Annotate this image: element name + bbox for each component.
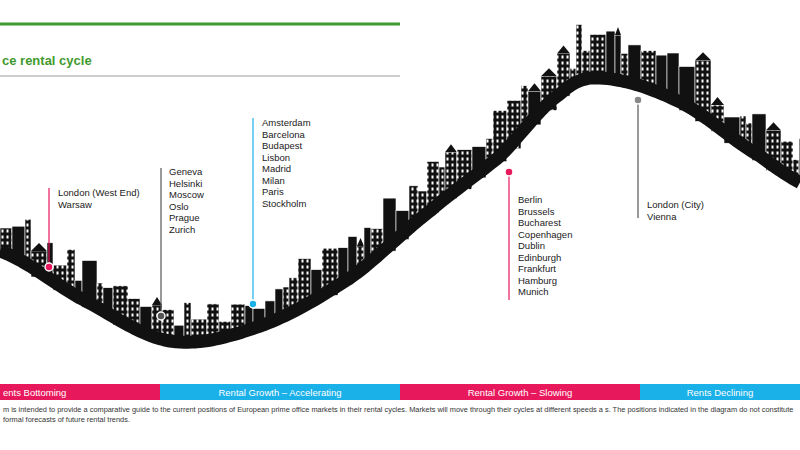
building-roof (541, 68, 557, 76)
marker-dot (157, 312, 165, 320)
footnote-caption: m is intended to provide a comparative g… (3, 405, 797, 424)
city-label: Vienna (647, 211, 676, 223)
marker-dot (505, 168, 513, 176)
leader-line (637, 104, 638, 218)
city-label: Edinburgh (518, 252, 561, 264)
city-label: Paris (262, 186, 284, 198)
city-label: Brussels (518, 206, 554, 218)
city-label: Moscow (169, 189, 204, 201)
phase-label: Rents Declining (687, 387, 754, 398)
city-label: Munich (518, 286, 549, 298)
city-label: London (West End) (58, 187, 140, 199)
diagram-title: ce rental cycle (2, 53, 92, 68)
building-roof (711, 97, 724, 105)
city-label: Zurich (169, 224, 195, 236)
leader-line (160, 168, 161, 312)
city-label: Lisbon (262, 152, 290, 164)
building-roof (766, 122, 781, 130)
leader-line (252, 118, 253, 300)
city-label: Oslo (169, 201, 189, 213)
city-label: Geneva (169, 166, 202, 178)
marker-dot (45, 263, 53, 271)
phase-label: ents Bottoming (3, 387, 66, 398)
city-label: Budapest (262, 140, 302, 152)
marker-dot (249, 300, 257, 308)
building-roof (557, 46, 570, 54)
title-rule (0, 23, 400, 26)
leader-line (48, 188, 49, 263)
city-label: Prague (169, 212, 200, 224)
building-roof (445, 144, 457, 152)
phase-band: Rents Declining (640, 384, 800, 400)
marker-dot (634, 96, 642, 104)
city-label: Bucharest (518, 217, 561, 229)
building-roof (31, 243, 47, 251)
leader-line (508, 176, 509, 300)
title-underline (0, 76, 400, 77)
phase-label: Rental Growth – Accelerating (218, 387, 341, 398)
skyline-ground (0, 78, 800, 342)
building-roof (528, 83, 541, 91)
city-label: London (City) (647, 199, 704, 211)
city-label: Warsaw (58, 199, 92, 211)
city-label: Helsinki (169, 178, 202, 190)
building-roof (615, 27, 621, 35)
phase-band: Rental Growth – Slowing (400, 384, 640, 400)
city-label: Madrid (262, 163, 291, 175)
city-label: Dublin (518, 240, 545, 252)
city-label: Copenhagen (518, 229, 572, 241)
phase-label: Rental Growth – Slowing (468, 387, 573, 398)
city-label: Berlin (518, 194, 542, 206)
city-label: Amsterdam (262, 117, 311, 129)
city-label: Hamburg (518, 275, 557, 287)
city-label: Frankfurt (518, 263, 556, 275)
city-label: Stockholm (262, 198, 306, 210)
city-label: Milan (262, 175, 285, 187)
building-roof (695, 52, 711, 60)
city-label: Barcelona (262, 129, 305, 141)
building-roof (357, 238, 364, 246)
phase-band: Rental Growth – Accelerating (160, 384, 400, 400)
phase-band: ents Bottoming (0, 384, 160, 400)
